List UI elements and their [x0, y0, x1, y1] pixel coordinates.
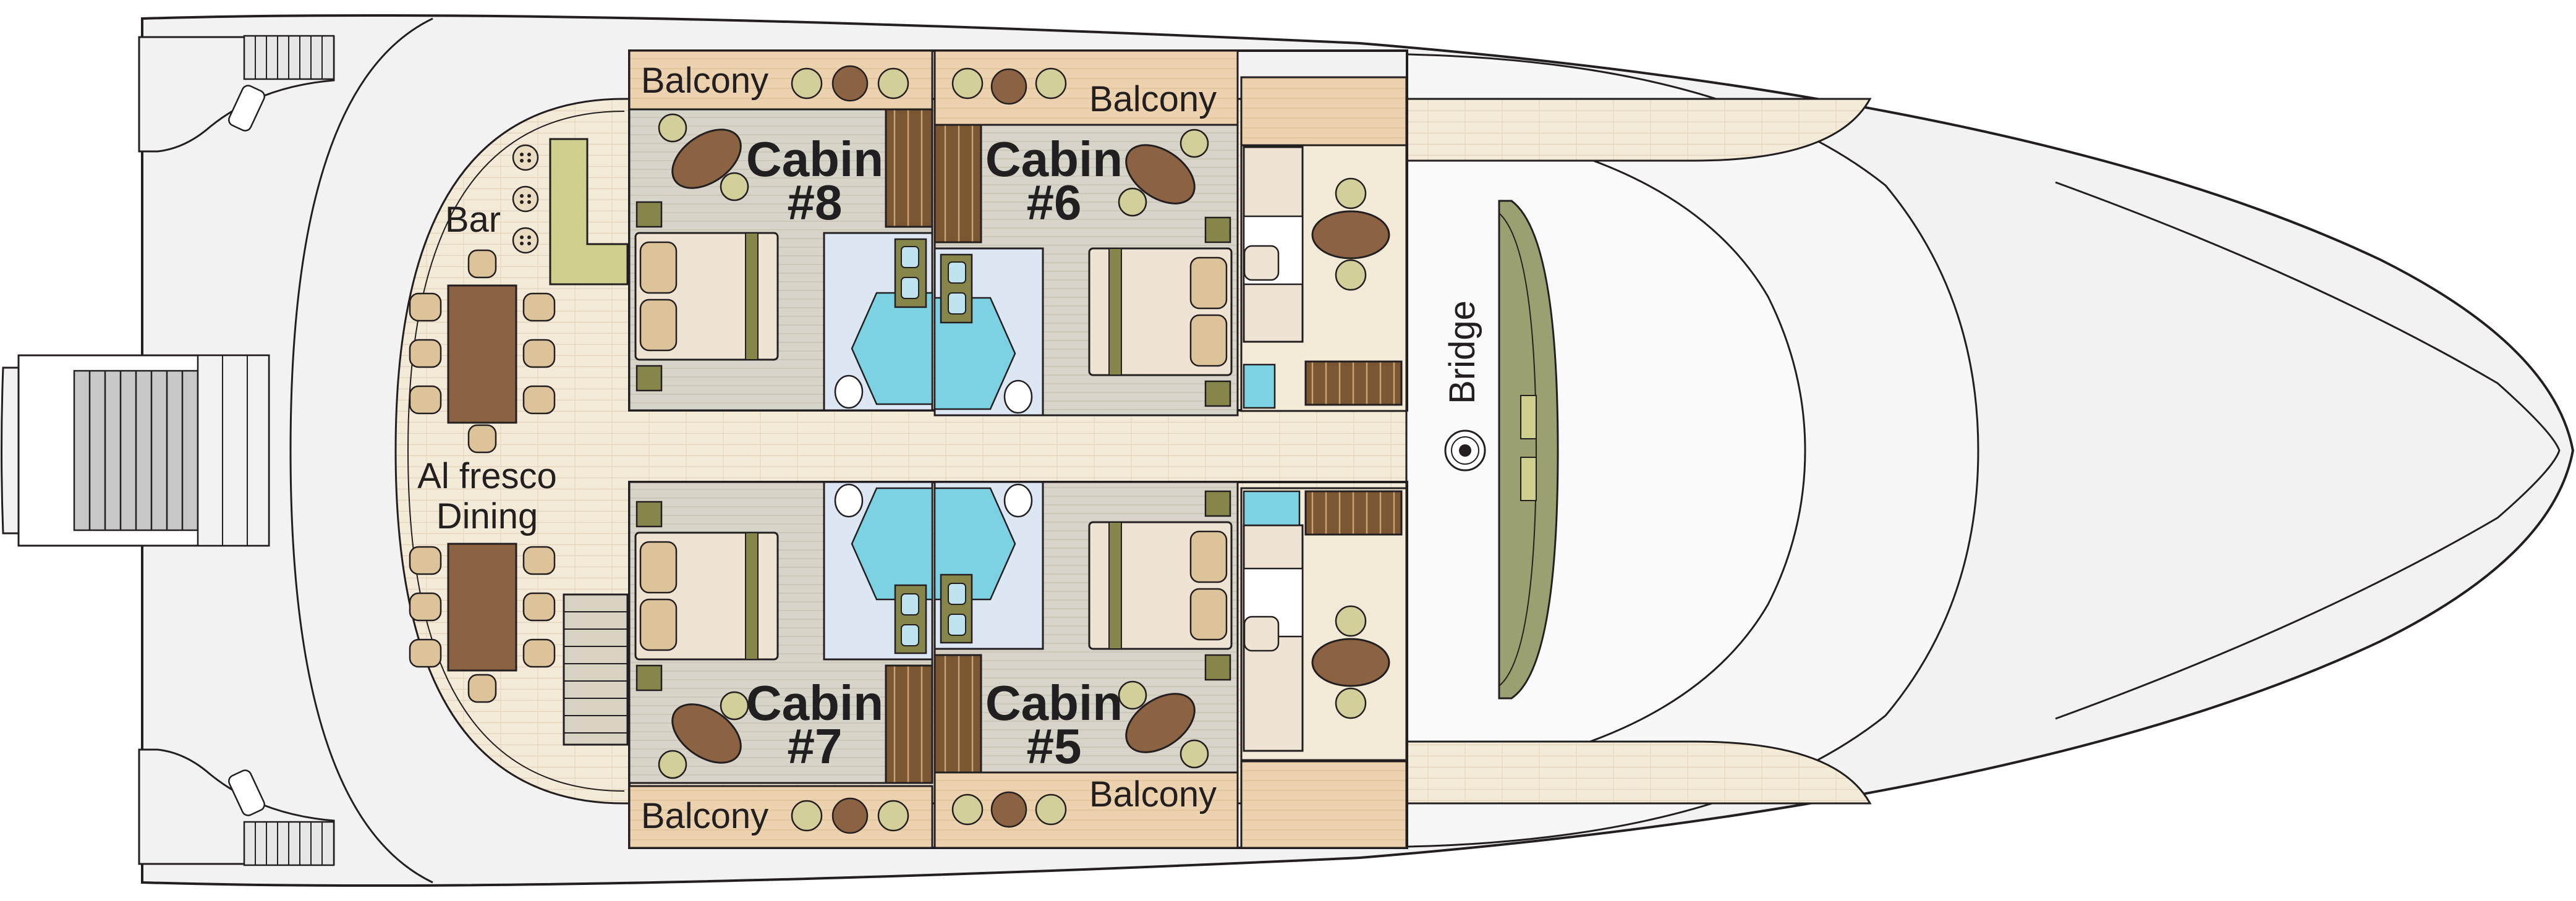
toilet-icon [834, 374, 864, 409]
stern-pontoon-bottom [138, 748, 335, 866]
side-stairs [563, 593, 629, 746]
sink-icon [948, 292, 966, 315]
chair [1180, 739, 1209, 769]
dining-label-line2: Dining [436, 496, 538, 536]
cabins-group [628, 108, 1239, 784]
chair [658, 750, 687, 779]
dining-label-line1: Al fresco [417, 456, 557, 496]
balcony-label-5: Balcony [1089, 774, 1217, 814]
nightstand [1204, 490, 1231, 517]
cabin-8-label: Cabin #8 [746, 132, 883, 230]
wardrobe [933, 654, 982, 774]
cabin-5-label: Cabin #5 [985, 675, 1123, 774]
dining-table-bottom [409, 543, 556, 703]
cabin-5-number: #5 [1027, 719, 1082, 774]
cabin-5-word: Cabin [985, 675, 1123, 730]
nightstand [1204, 380, 1231, 407]
chair [658, 113, 687, 143]
balcony-label-6: Balcony [1089, 79, 1217, 119]
bridge-label: Bridge [1442, 300, 1482, 404]
sink-icon [948, 261, 966, 284]
bed-runner [745, 532, 759, 660]
balcony-cabin-6: Balcony [933, 49, 1239, 126]
cabin-7-label: Cabin #7 [746, 675, 883, 774]
wardrobe [885, 108, 933, 228]
stern-stairs [1, 354, 270, 547]
pillow [1189, 314, 1228, 367]
sink-icon [901, 593, 919, 615]
cabin-7-word: Cabin [746, 675, 883, 730]
balcony-label-8: Balcony [641, 61, 768, 101]
stern-pontoon-top [138, 35, 335, 153]
bar-stools [512, 144, 539, 254]
toilet-icon [1003, 483, 1033, 518]
forward-balcony-bottom [1240, 760, 1408, 849]
nightstand [1204, 216, 1231, 243]
cabin-6 [933, 124, 1239, 417]
wardrobe [933, 124, 982, 243]
cabin-6-label: Cabin #6 [985, 132, 1123, 230]
bar-area: Bar [445, 138, 629, 286]
cabin-7 [628, 481, 933, 784]
nightstand [635, 501, 663, 528]
balcony-cabin-5: Balcony [933, 771, 1239, 849]
cabin-6-word: Cabin [985, 132, 1123, 187]
toilet-icon [834, 483, 864, 518]
nightstand [635, 664, 663, 692]
helm-icon [1444, 429, 1486, 472]
wardrobe [885, 664, 933, 784]
cabin-8 [628, 108, 933, 412]
pillow [1189, 530, 1228, 583]
chair [1180, 129, 1209, 158]
toilet-icon [1003, 379, 1033, 414]
pillow [639, 298, 678, 352]
sink-icon [948, 583, 966, 605]
cabin-6-number: #6 [1027, 175, 1082, 230]
bed-runner [1108, 248, 1122, 376]
cabin-8-number: #8 [788, 175, 843, 230]
sink-icon [948, 614, 966, 636]
chair [1118, 187, 1147, 217]
dining-table-top [409, 249, 556, 454]
bridge-area: Bridge [1442, 200, 1559, 700]
cabin-table [1125, 693, 1196, 753]
balcony-label-7: Balcony [641, 796, 768, 836]
cabin-table [1125, 144, 1196, 205]
nightstand [635, 365, 663, 392]
chair [1118, 680, 1147, 710]
sink-icon [901, 246, 919, 268]
forward-lounge-top [1240, 144, 1408, 412]
cabin-7-number: #7 [788, 719, 843, 774]
pillow [639, 541, 678, 594]
bar-label: Bar [445, 200, 501, 240]
pillow [1189, 256, 1228, 310]
bed-runner [1108, 522, 1122, 649]
nightstand [635, 201, 663, 228]
cabin-table [671, 703, 742, 764]
forward-lounge-bottom [1240, 487, 1408, 761]
forward-balcony-top [1240, 76, 1408, 146]
pillow [1189, 588, 1228, 641]
sink-icon [901, 624, 919, 646]
pillow [639, 598, 678, 651]
sink-icon [901, 277, 919, 299]
nightstand [1204, 654, 1231, 681]
bed-runner [745, 232, 759, 360]
chair [720, 172, 749, 201]
chair [720, 691, 749, 721]
cabin-5 [933, 481, 1239, 774]
balcony-furniture [791, 65, 1067, 834]
pillow [639, 241, 678, 294]
cabin-8-word: Cabin [746, 132, 883, 187]
cabin-table [671, 129, 742, 189]
